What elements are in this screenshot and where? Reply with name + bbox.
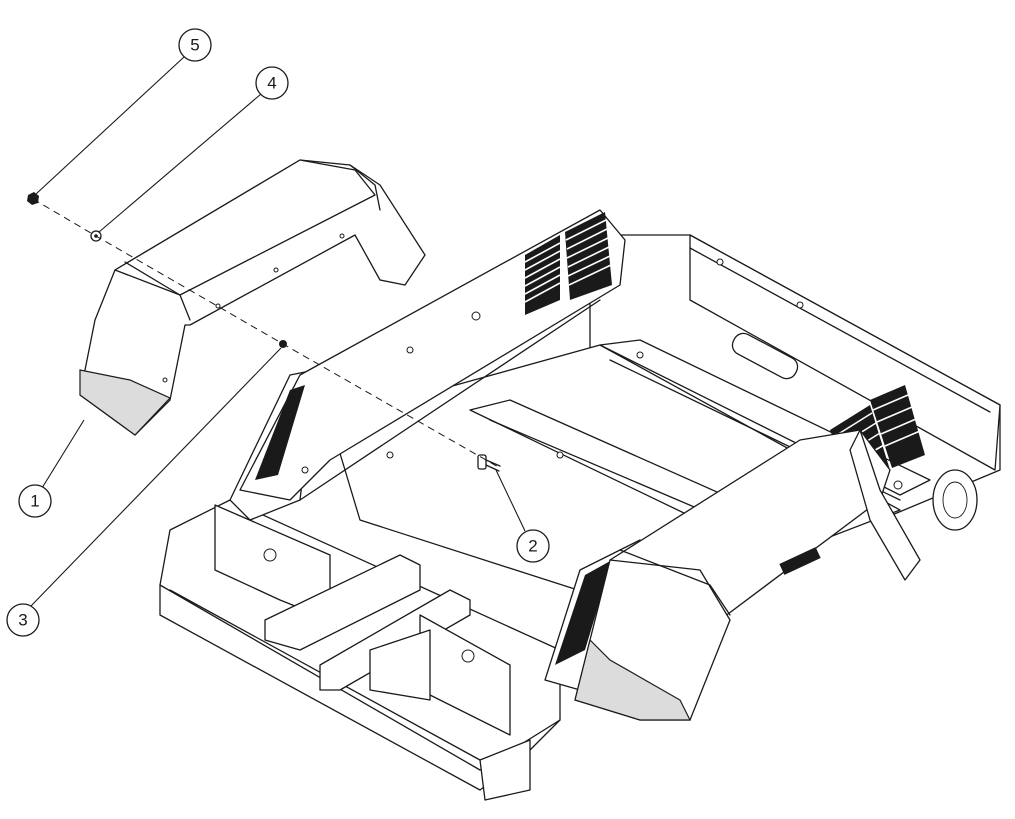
callout-1: 1 [18, 484, 52, 518]
callout-2-label: 2 [528, 537, 537, 556]
callout-4: 4 [255, 66, 289, 100]
callout-1-label: 1 [30, 492, 39, 511]
callout-4-label: 4 [267, 74, 276, 93]
fender-cover-part-1 [79, 159, 426, 436]
louver-right-front [555, 560, 612, 665]
hardware-parts [27, 192, 501, 472]
callout-3-label: 3 [18, 611, 27, 630]
callouts: 1 2 3 4 5 [6, 28, 550, 637]
callout-3: 3 [6, 603, 40, 637]
callout-5-label: 5 [190, 36, 199, 55]
callout-2: 2 [516, 529, 550, 563]
louver-left-upright [255, 385, 305, 480]
installed-fender-cover-right [574, 429, 921, 721]
assembly-path [32, 198, 501, 469]
callout-5: 5 [178, 28, 212, 62]
mounting-holes [263, 258, 903, 663]
nut-part-5 [27, 192, 39, 205]
